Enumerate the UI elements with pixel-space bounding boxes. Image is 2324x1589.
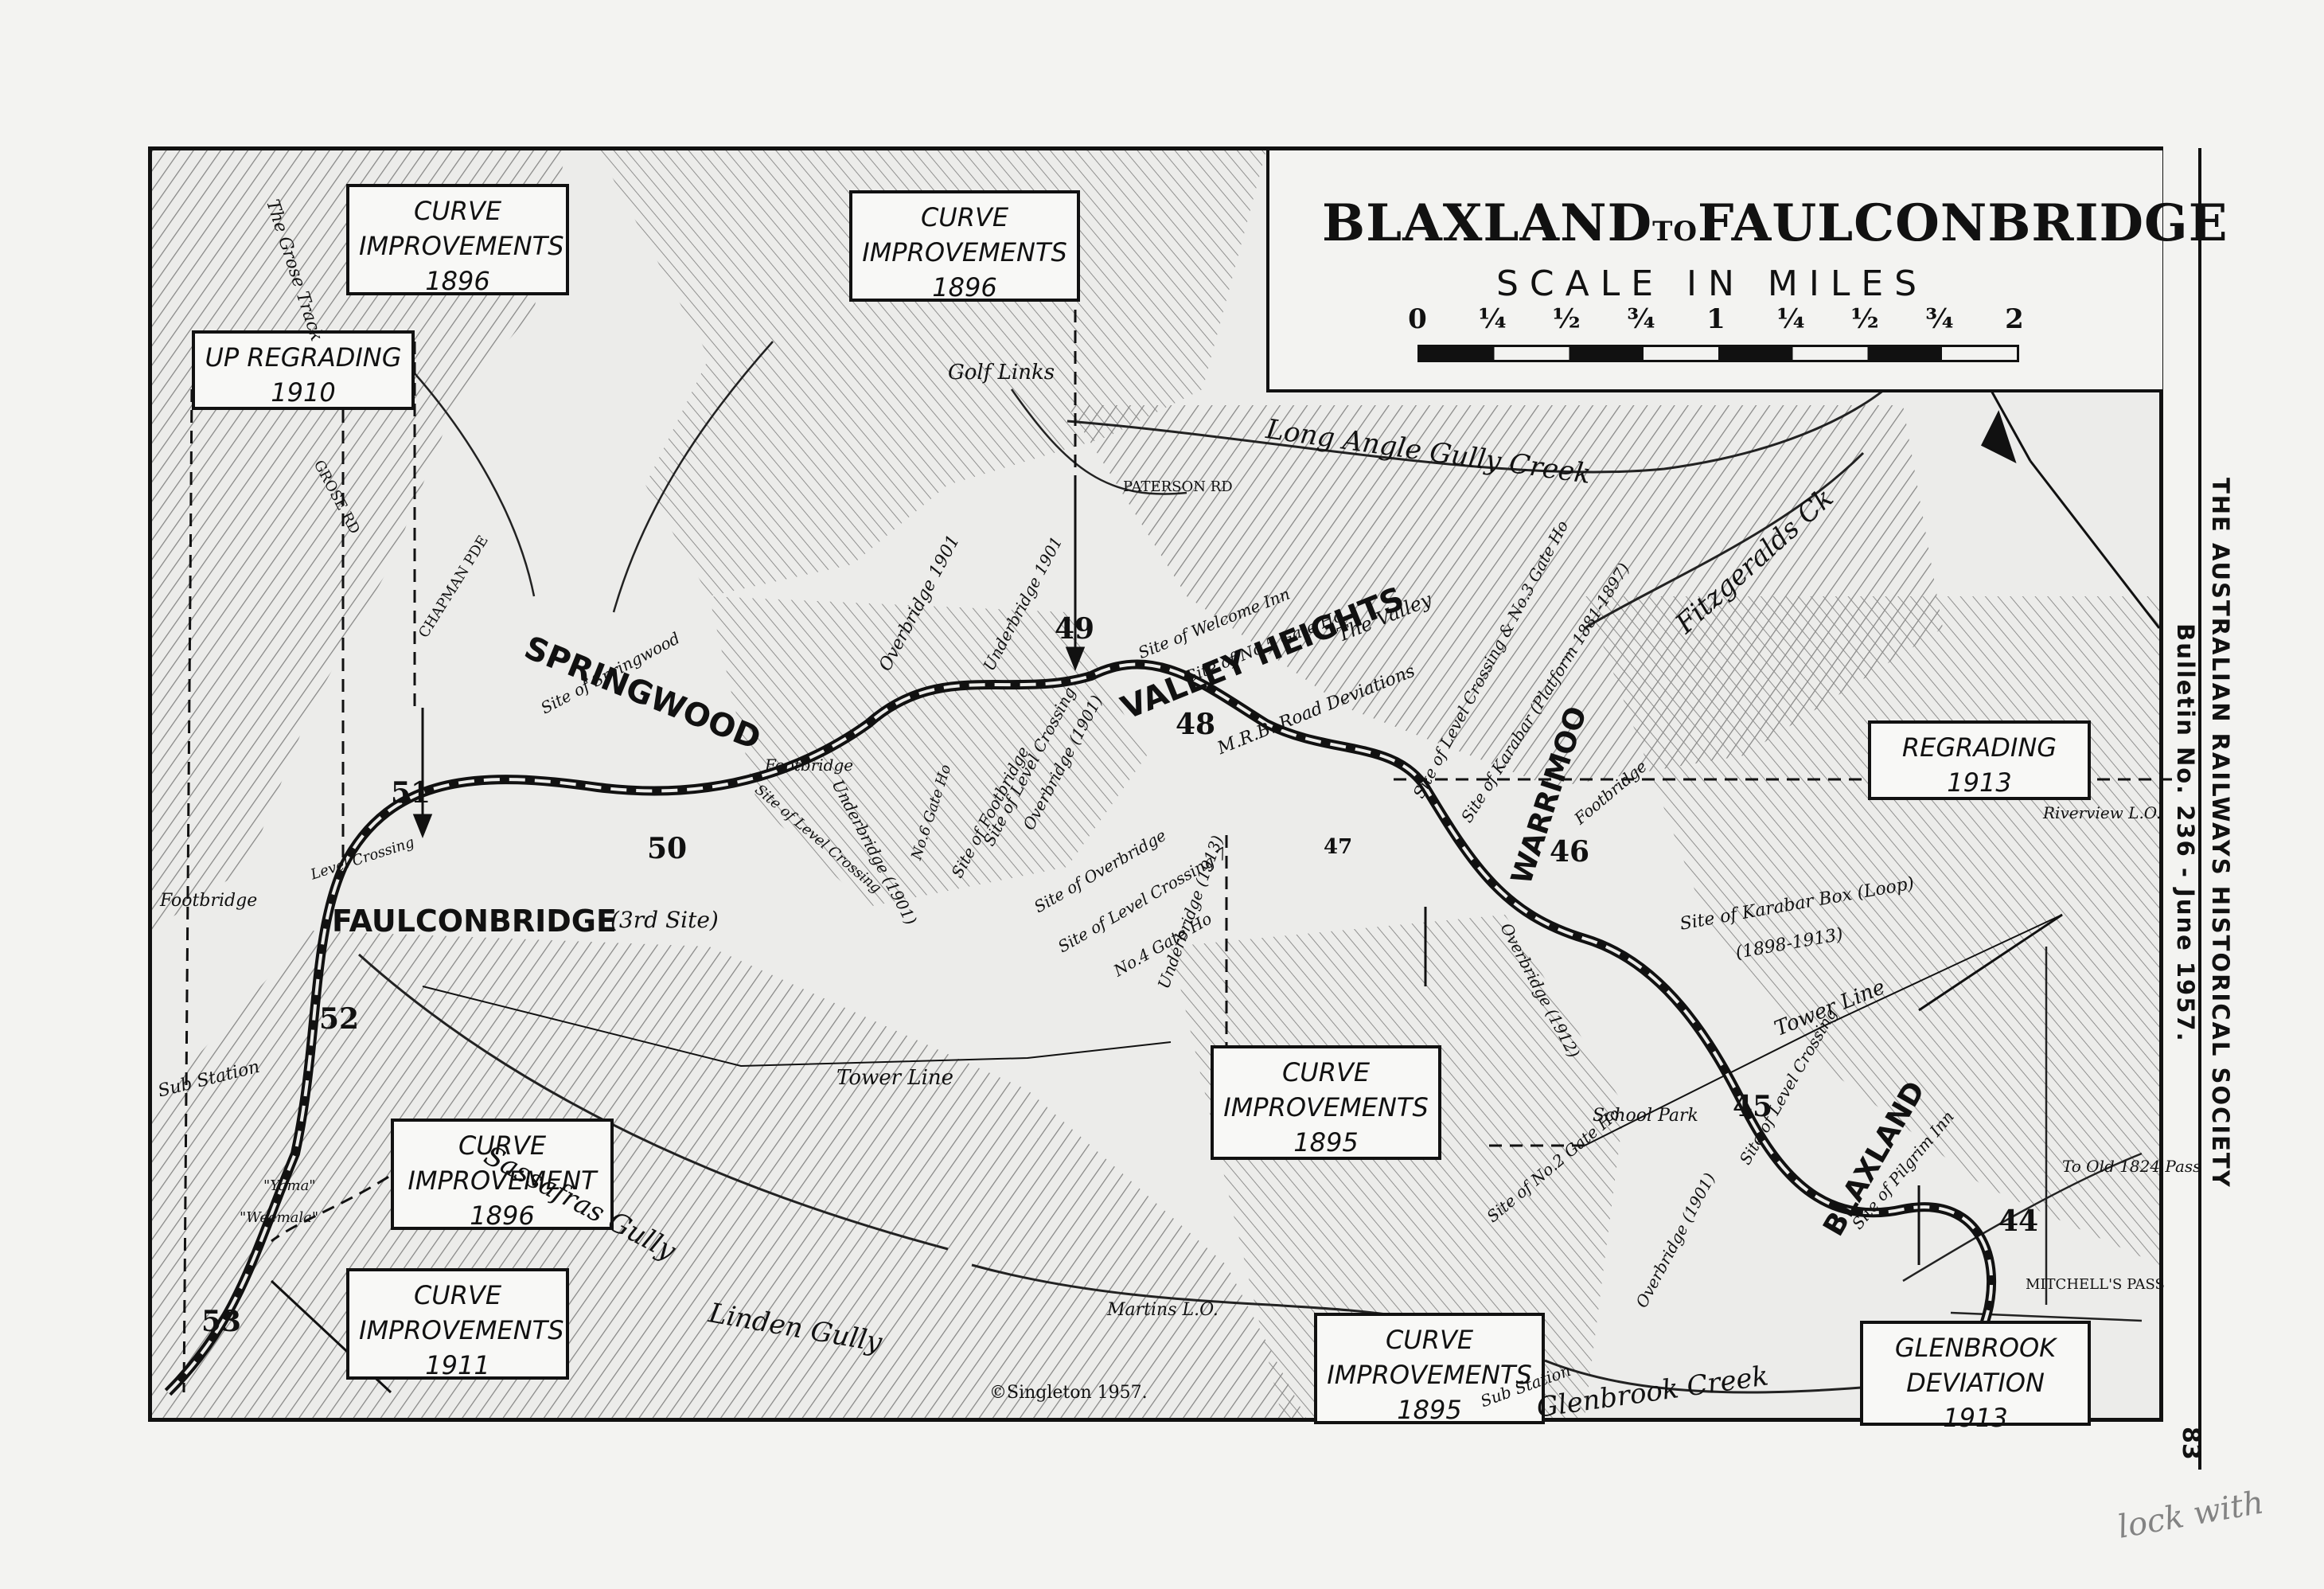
scale-tick: ½: [1552, 303, 1581, 335]
town-faulconbridge: FAULCONBRIDGE: [332, 904, 617, 939]
label-weemala: "Weemala": [240, 1209, 319, 1226]
scale-bar: [1417, 345, 2019, 362]
label-golf-links: Golf Links: [948, 361, 1055, 385]
scale-caption: SCALE IN MILES: [1496, 264, 1928, 304]
label-tower-line-a: Tower Line: [836, 1066, 954, 1090]
page-number: 83: [2177, 1427, 2205, 1460]
milepost-48: 48: [1176, 708, 1216, 741]
title-faulconbridge: FAULCONBRIDGE: [1697, 193, 2228, 253]
title-blaxland: BLAXLAND: [1322, 193, 1653, 253]
milepost-51: 51: [391, 776, 431, 810]
society-name: THE AUSTRALIAN RAILWAYS HISTORICAL SOCIE…: [2207, 478, 2234, 1189]
label-old-1824-pass: To Old 1824 Pass: [2062, 1157, 2201, 1176]
railway-line: [164, 659, 1997, 1396]
scale-tick: ¾: [1925, 303, 1954, 335]
scale-tick: ¾: [1627, 303, 1655, 335]
map-title: BLAXLANDTOFAULCONBRIDGE: [1322, 193, 2228, 253]
label-yama: "Yama": [263, 1177, 316, 1194]
faulconbridge-site-note: (3rd Site): [610, 907, 719, 933]
scale-tick: 1: [1706, 303, 1725, 335]
milepost-46: 46: [1550, 835, 1590, 869]
label-mitchells-pass: MITCHELL'S PASS: [2026, 1276, 2165, 1293]
scale-tick: ½: [1850, 303, 1879, 335]
map-credit: ©Singleton 1957.: [989, 1383, 1148, 1403]
north-arrow: [1980, 388, 2161, 629]
label-footbridge-a: Footbridge: [160, 891, 258, 911]
scale-tick: 2: [2005, 303, 2024, 335]
tower-line: [422, 914, 2063, 1146]
label-school-park: School Park: [1593, 1106, 1698, 1126]
scale-tick: ¼: [1478, 303, 1507, 335]
label-martins-lo: Martins L.O.: [1107, 1300, 1219, 1320]
milepost-49: 49: [1055, 612, 1095, 646]
handwritten-note: lock with: [2115, 1484, 2267, 1546]
milepost-44: 44: [1998, 1204, 2039, 1238]
map-frame: BLAXLANDTOFAULCONBRIDGE SCALE IN MILES 0…: [148, 146, 2227, 1433]
page-rule: [2198, 148, 2201, 1470]
side-caption: THE AUSTRALIAN RAILWAYS HISTORICAL SOCIE…: [2168, 478, 2238, 1189]
scale-tick: 0: [1408, 303, 1427, 335]
label-riverview-lo: Riverview L.O.: [2043, 803, 2162, 822]
milepost-52: 52: [319, 1002, 360, 1036]
milepost-45: 45: [1733, 1090, 1773, 1123]
title-connector: TO: [1652, 216, 1698, 248]
label-paterson-rd: PATERSON RD: [1123, 478, 1233, 495]
milepost-50: 50: [647, 832, 688, 865]
scale-tick: ¼: [1776, 303, 1805, 335]
bulletin-issue: Bulletin No. 236 - June 1957.: [2172, 623, 2199, 1043]
milepost-47: 47: [1324, 835, 1353, 859]
label-footbridge-b: Footbridge: [765, 755, 854, 775]
milepost-53: 53: [201, 1305, 242, 1338]
title-block: BLAXLANDTOFAULCONBRIDGE SCALE IN MILES 0…: [1266, 150, 2227, 392]
